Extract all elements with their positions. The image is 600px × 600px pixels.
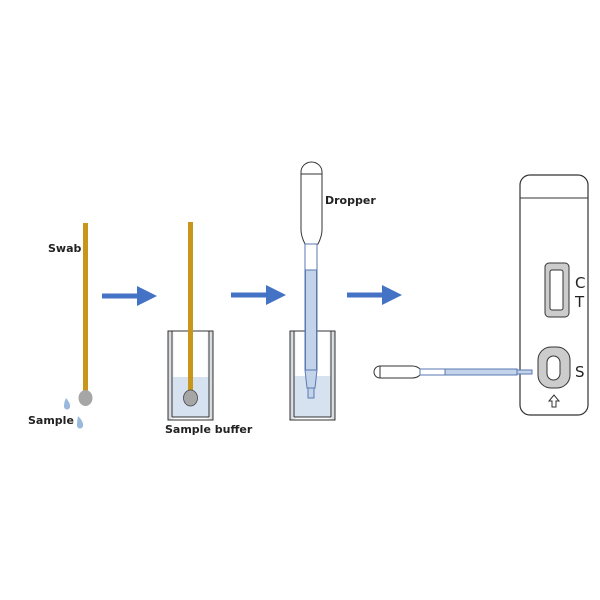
test-line-label: T [574,293,585,311]
up-arrow-icon [547,394,561,408]
step2-buffer-tube: Sample buffer [165,222,253,436]
dropper-dispensing [373,365,533,379]
swab-stick [83,223,88,395]
dropper-fluid [305,269,317,371]
dropper-label: Dropper [325,194,376,207]
swab-label: Swab [48,242,82,255]
sample-drop-icon [76,416,84,429]
sample-label: Sample [28,414,74,427]
sample-drop-icon [63,398,71,410]
swab-stick [188,222,193,394]
dropper-bulb [373,365,421,379]
step3-dropper: Dropper [289,161,376,421]
control-line-label: C [575,274,585,292]
sample-buffer-label: Sample buffer [165,423,253,436]
swab-head [78,390,93,406]
swab-head [183,389,198,407]
sample-well-label: S [575,363,585,381]
dropper-bulb [300,161,323,245]
dropper-fluid [444,368,518,376]
step1-swab: Swab Sample [28,223,93,429]
step4-test-cassette: C T S [519,174,589,416]
